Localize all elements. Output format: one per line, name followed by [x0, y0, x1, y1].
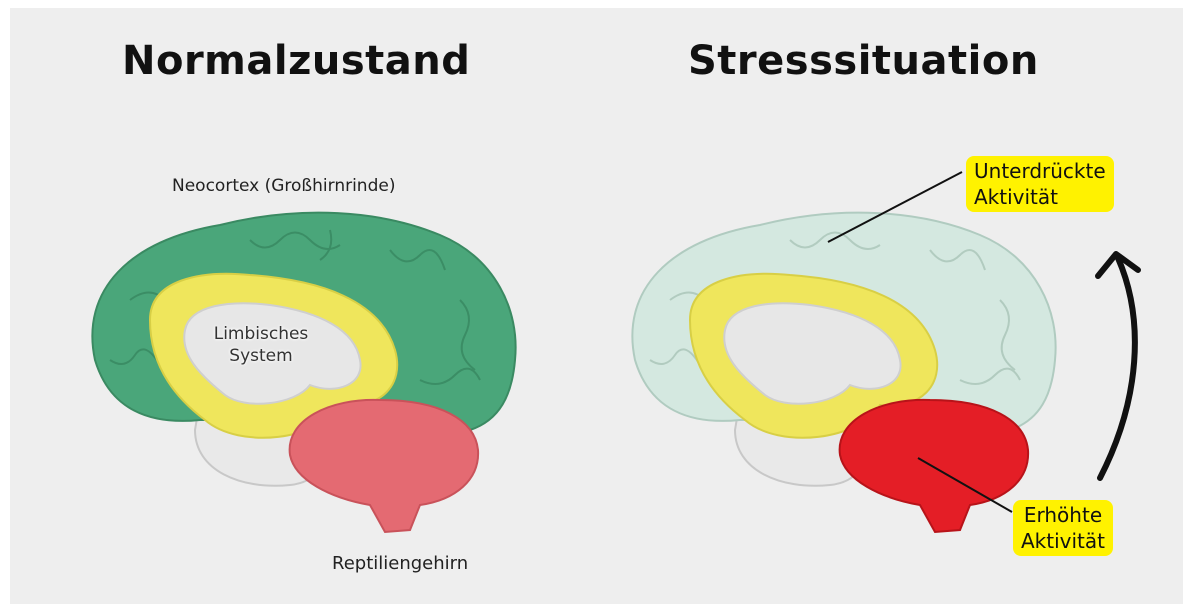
- title-stress-state: Stresssituation: [688, 38, 1039, 84]
- callout-suppressed-activity: Unterdrückte Aktivität: [966, 156, 1114, 212]
- limbic-system-label: Limbisches System: [196, 323, 326, 367]
- reptile-brain-label: Reptiliengehirn: [332, 553, 468, 574]
- callout-suppressed-line2: Aktivität: [974, 184, 1106, 210]
- callout-raised-line2: Aktivität: [1021, 528, 1105, 554]
- callout-suppressed-line1: Unterdrückte: [974, 158, 1106, 184]
- limbic-label-line1: Limbisches: [196, 323, 326, 345]
- callout-raised-activity: Erhöhte Aktivität: [1013, 500, 1113, 556]
- neocortex-label: Neocortex (Großhirnrinde): [172, 176, 395, 196]
- brain-stress: [632, 213, 1055, 532]
- reptile-normal: [290, 400, 478, 532]
- upward-arrow-icon: [1100, 258, 1135, 478]
- brain-normal: [92, 213, 515, 532]
- limbic-label-line2: System: [196, 345, 326, 367]
- title-normal-state: Normalzustand: [122, 38, 470, 84]
- callout-raised-line1: Erhöhte: [1021, 502, 1105, 528]
- reptile-stress: [840, 400, 1028, 532]
